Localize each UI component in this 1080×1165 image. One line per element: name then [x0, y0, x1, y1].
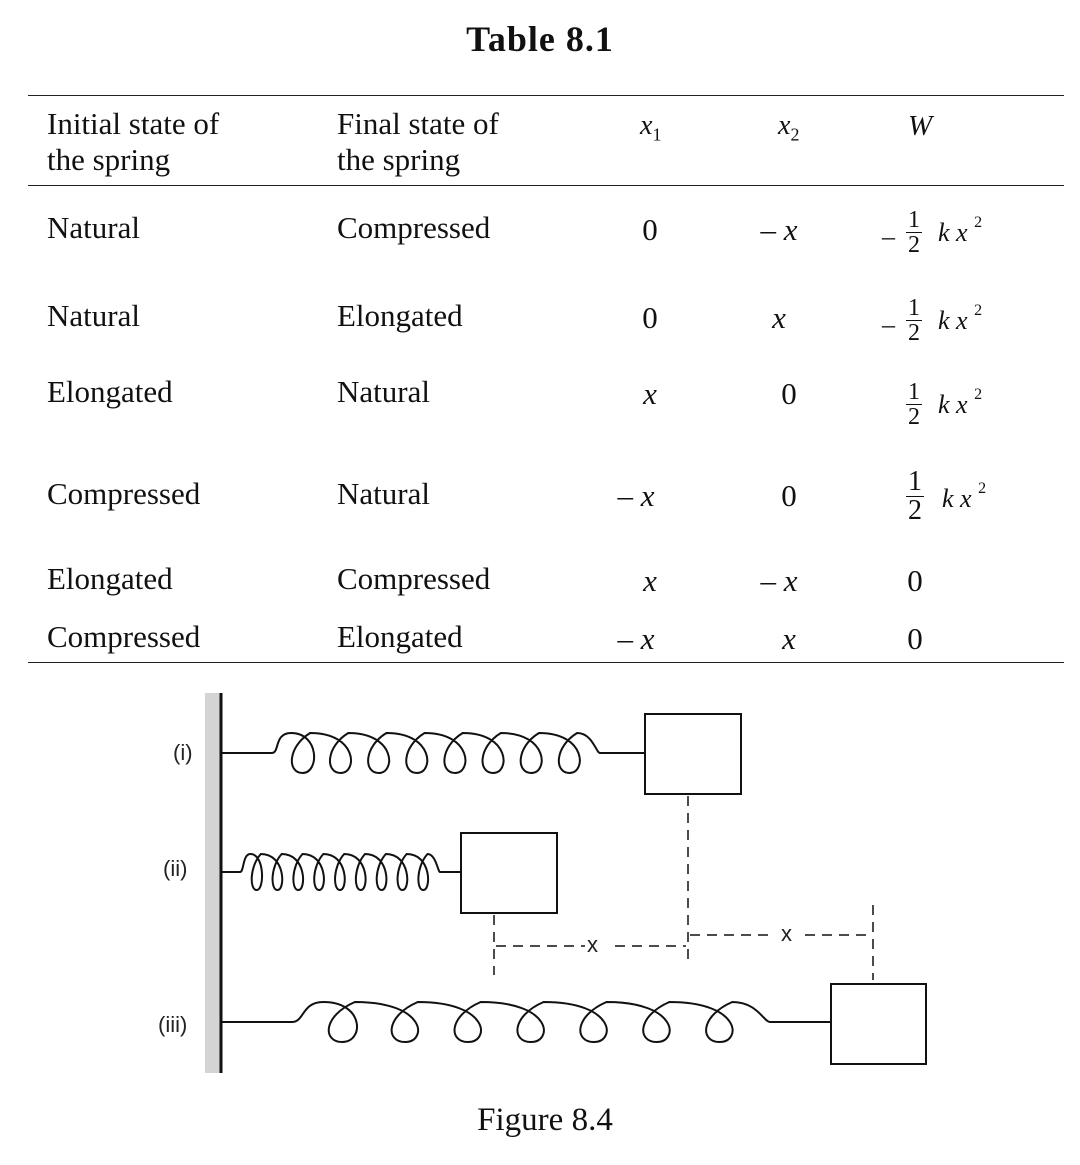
row1-w-sign: –: [882, 222, 895, 251]
displacement-guides: [493, 796, 874, 980]
row2-w-den: 2: [908, 320, 920, 346]
displacement-label-2: x: [781, 921, 792, 946]
row3-final: Natural: [337, 374, 430, 409]
row2-w-term: k x 2: [938, 302, 982, 336]
wall: [205, 693, 220, 1073]
row3-initial: Elongated: [47, 374, 173, 409]
row1-w-num: 1: [906, 207, 922, 233]
block-ii: [460, 832, 558, 914]
row3-w-den: 2: [908, 404, 920, 430]
header-x1-sub: 1: [652, 124, 662, 145]
row4-final: Natural: [337, 476, 430, 511]
row1-x1: 0: [642, 212, 658, 247]
header-x2-base: x: [778, 110, 791, 141]
row3-x1: x: [643, 376, 657, 411]
header-initial-state: Initial state of the spring: [47, 106, 219, 178]
table-bottom-rule: [28, 662, 1064, 663]
header-w: W: [908, 110, 933, 142]
row6-initial: Compressed: [47, 619, 201, 654]
row4-w-exp: 2: [978, 480, 987, 497]
row5-w: 0: [907, 563, 923, 598]
row1-w-term: k x 2: [938, 214, 982, 248]
table-top-rule: [28, 95, 1064, 96]
row4-w-num: 1: [906, 466, 924, 497]
row4-w-den: 2: [908, 495, 922, 526]
row5-final: Compressed: [337, 561, 491, 596]
row4-x1: – x: [617, 478, 655, 513]
row2-w-exp: 2: [974, 302, 983, 319]
spring-iii: [221, 1000, 831, 1044]
header-x1: x1: [640, 108, 661, 153]
row2-w-num: 1: [906, 295, 922, 321]
row1-w-den: 2: [908, 232, 920, 258]
header-final-line1: Final state of: [337, 106, 499, 141]
displacement-label-1: x: [587, 932, 598, 957]
label-ii: (ii): [163, 856, 188, 881]
header-final-line2: the spring: [337, 142, 461, 177]
row1-initial: Natural: [47, 210, 140, 245]
table-header-rule: [28, 185, 1064, 186]
header-initial-line2: the spring: [47, 142, 171, 177]
row2-initial: Natural: [47, 298, 140, 333]
row2-final: Elongated: [337, 298, 463, 333]
row1-w-exp: 2: [974, 214, 983, 231]
row5-x2: – x: [760, 563, 798, 598]
label-i: (i): [173, 740, 193, 765]
row1-w-term-text: k x: [938, 218, 968, 247]
spring-ii: [221, 852, 461, 892]
row2-w-term-text: k x: [938, 306, 968, 335]
header-x2-sub: 2: [790, 124, 800, 145]
row5-x1: x: [643, 563, 657, 598]
row5-initial: Elongated: [47, 561, 173, 596]
row3-x2: 0: [781, 376, 797, 411]
row3-w-term-text: k x: [938, 390, 968, 419]
spring-i: [221, 731, 645, 775]
row6-w: 0: [907, 621, 923, 656]
header-x2: x2: [778, 108, 799, 153]
row1-final: Compressed: [337, 210, 491, 245]
header-x1-base: x: [640, 110, 653, 141]
table-title: Table 8.1: [466, 19, 614, 59]
row2-w-sign: –: [882, 310, 895, 339]
row2-x2: x: [772, 300, 786, 335]
row2-x1: 0: [642, 300, 658, 335]
figure-caption: Figure 8.4: [477, 1102, 613, 1138]
header-initial-line1: Initial state of: [47, 106, 220, 141]
row6-x1: – x: [617, 621, 655, 656]
block-i: [644, 713, 742, 795]
row6-x2: x: [782, 621, 796, 656]
block-iii: [830, 983, 927, 1065]
row3-w-exp: 2: [974, 386, 983, 403]
row3-w-num: 1: [906, 379, 922, 405]
row4-w-term: k x 2: [942, 480, 986, 514]
row4-w-term-text: k x: [942, 484, 972, 513]
row6-final: Elongated: [337, 619, 463, 654]
row1-x2: – x: [760, 212, 798, 247]
row4-initial: Compressed: [47, 476, 201, 511]
row3-w-term: k x 2: [938, 386, 982, 420]
header-final-state: Final state of the spring: [337, 106, 499, 178]
row4-x2: 0: [781, 478, 797, 513]
label-iii: (iii): [158, 1012, 188, 1037]
